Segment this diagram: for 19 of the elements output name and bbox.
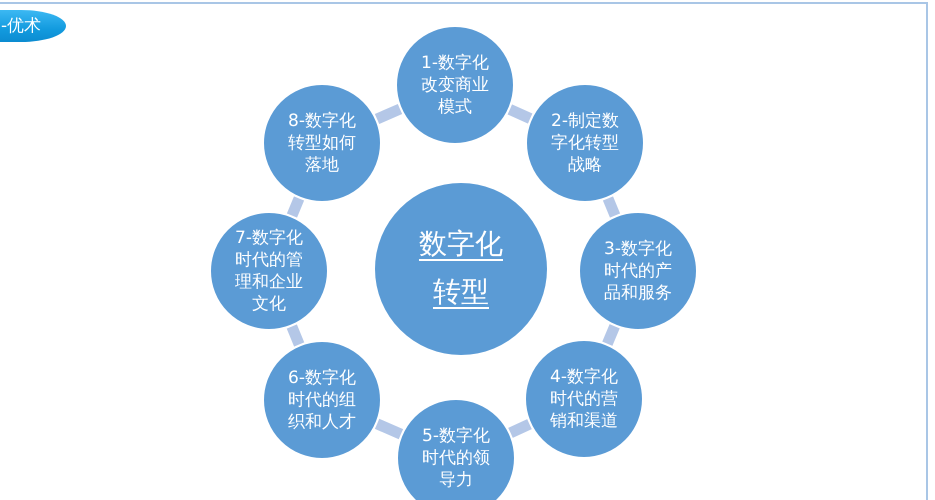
topic-label: 4-数字化时代的营销和渠道 bbox=[548, 366, 619, 432]
section-tag bbox=[0, 10, 66, 42]
connector-bar bbox=[374, 418, 404, 440]
connector-bar bbox=[508, 104, 532, 124]
topic-label: 7-数字化时代的管理和企业文化 bbox=[234, 227, 304, 315]
topic-label: 1-数字化改变商业模式 bbox=[420, 52, 490, 118]
topic-label: 2-制定数字化转型战略 bbox=[550, 110, 620, 176]
connector-bar bbox=[286, 324, 304, 347]
hub-label: 数字化转型 bbox=[418, 228, 504, 310]
connector-bar bbox=[602, 196, 620, 218]
topic-label: 6-数字化时代的组织和人才 bbox=[286, 367, 357, 433]
topic-label: 5-数字化时代的领导力 bbox=[420, 425, 491, 491]
topic-label: 3-数字化时代的产品和服务 bbox=[602, 238, 673, 304]
connector-bar bbox=[286, 196, 304, 218]
topic-label: 8-数字化转型如何落地 bbox=[286, 110, 357, 176]
tag-label: -优术 bbox=[1, 16, 42, 36]
connector-bar bbox=[374, 104, 402, 124]
connector-bar bbox=[508, 419, 532, 438]
connector-bar bbox=[602, 324, 620, 346]
